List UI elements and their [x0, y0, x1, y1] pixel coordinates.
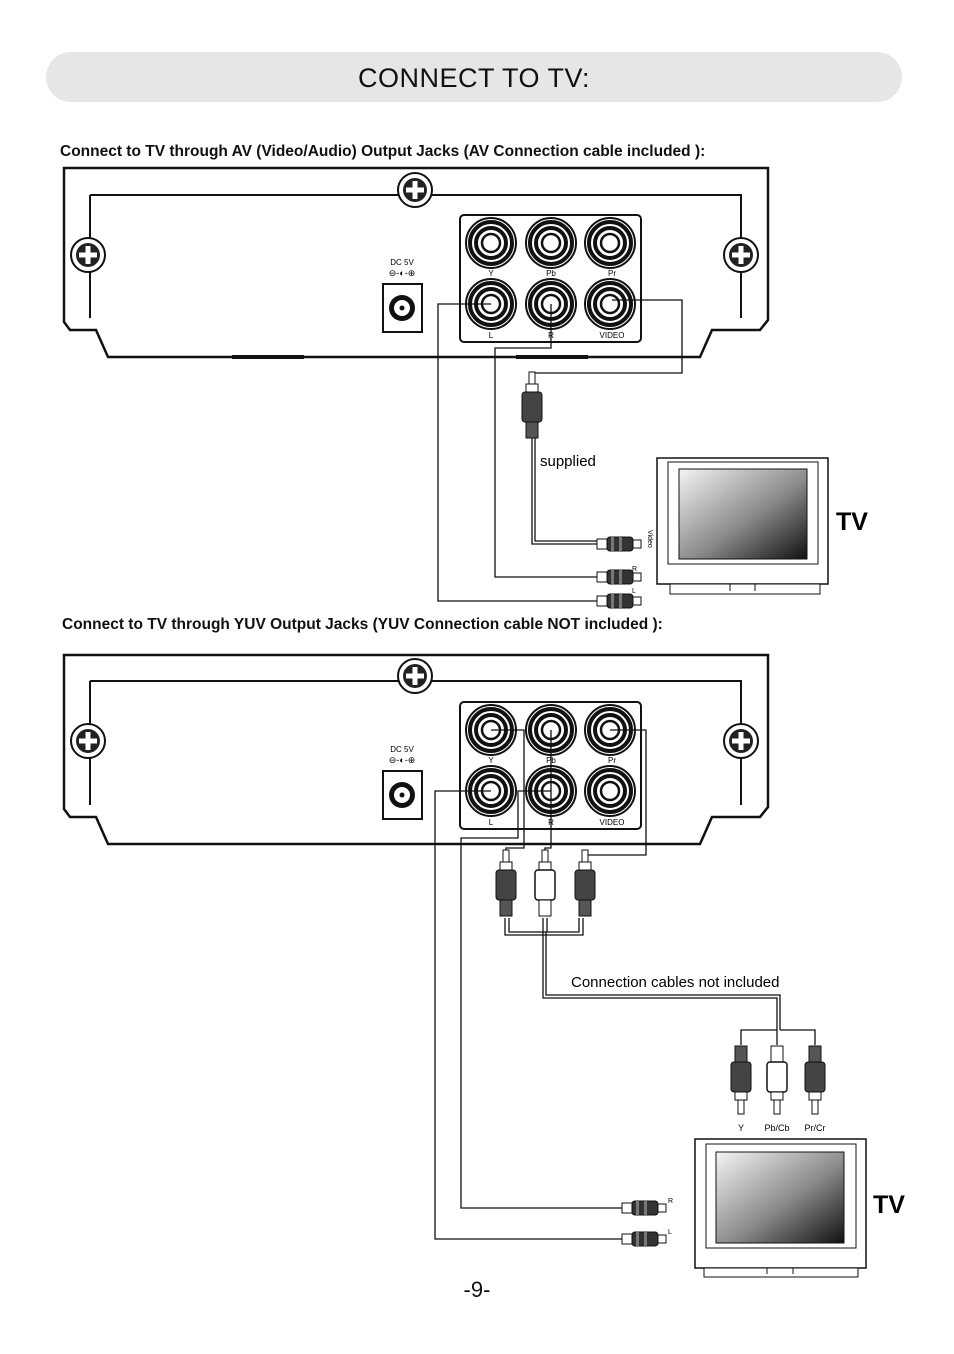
dc-polarity-icon: ⊖-◐-⊕ [389, 268, 416, 278]
jack-y-icon [464, 216, 518, 270]
tv-r-jack-label: R [632, 566, 637, 573]
page-number: -9- [463, 1277, 491, 1302]
player-rear-panel-av: DC 5V ⊖-◐-⊕ Y Pb Pr L R VIDEO [62, 166, 770, 359]
title-banner: CONNECT TO TV: [46, 52, 902, 102]
jack-label-l: L [489, 331, 494, 340]
tv-label: TV [873, 1191, 905, 1219]
pr-plug-icon [574, 849, 596, 917]
jack-label-l: L [489, 818, 494, 827]
video-plug-icon [521, 371, 543, 439]
pr-plug-icon [804, 1045, 826, 1115]
jack-pr-icon [583, 216, 637, 270]
jack-label-pr: Pr [608, 756, 616, 765]
screw-icon [70, 723, 106, 759]
pb-plug-icon [766, 1045, 788, 1115]
audio-l-plug-icon [596, 593, 642, 609]
supplied-cable-label: supplied [540, 453, 596, 470]
screw-icon [723, 723, 759, 759]
jack-label-pb: Pb [546, 269, 556, 278]
tv-label: TV [836, 508, 868, 536]
tv-l-jack-label: L [668, 1229, 672, 1236]
video-plug-icon [596, 536, 642, 552]
jack-label-pr: Pr [608, 269, 616, 278]
page-title: CONNECT TO TV: [357, 63, 591, 93]
dc-polarity-icon: ⊖-◐-⊕ [389, 755, 416, 765]
tv-video-jack-label: Video [646, 530, 653, 548]
plug-label-pb: Pb/Cb [764, 1123, 789, 1133]
cables-not-included-label: Connection cables not included [571, 974, 779, 991]
tv-r-jack-label: R [668, 1198, 673, 1205]
jack-label-video: VIDEO [600, 331, 625, 340]
jack-label-y: Y [488, 269, 494, 278]
dc-label: DC 5V [390, 745, 414, 754]
jack-video-icon [583, 764, 637, 818]
audio-l-plug-icon [621, 1231, 667, 1247]
screw-icon [723, 237, 759, 273]
yuv-cables [434, 729, 816, 1240]
tv-av [656, 457, 829, 595]
plug-label-y: Y [738, 1123, 744, 1133]
y-plug-icon [730, 1045, 752, 1115]
av-section-heading: Connect to TV through AV (Video/Audio) O… [60, 143, 706, 160]
pb-plug-icon [534, 849, 556, 917]
jack-video-icon [583, 277, 637, 331]
screw-icon [397, 658, 433, 694]
jack-label-video: VIDEO [600, 818, 625, 827]
audio-r-plug-icon [621, 1200, 667, 1216]
y-plug-icon [495, 849, 517, 917]
dc-label: DC 5V [390, 258, 414, 267]
tv-l-jack-label: L [632, 588, 636, 595]
screw-icon [397, 172, 433, 208]
tv-yuv [694, 1138, 867, 1278]
yuv-section-heading: Connect to TV through YUV Output Jacks (… [62, 616, 663, 633]
player-rear-panel-yuv: DC 5V ⊖-◐-⊕ Y Pb Pr L R VIDEO [62, 653, 770, 846]
jack-label-y: Y [488, 756, 494, 765]
screw-icon [70, 237, 106, 273]
plug-label-pr: Pr/Cr [805, 1123, 826, 1133]
jack-pb-icon [524, 216, 578, 270]
